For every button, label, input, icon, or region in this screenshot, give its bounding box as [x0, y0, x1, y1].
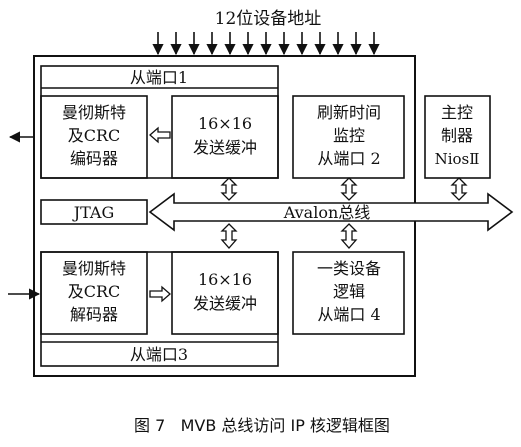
refresh-monitor-port-2: 刷新时间 监控 从端口 2	[292, 95, 405, 179]
slave-port-3: 曼彻斯特 及CRC 解码器 16×16 发送缓冲 从端口3	[40, 251, 279, 367]
encoder-line-2: 及CRC	[68, 126, 121, 145]
slave-port-3-title: 从端口3	[130, 345, 188, 364]
decoder-to-buffer-arrow	[149, 285, 171, 303]
master-line-2: 制器	[441, 126, 473, 145]
avalon-bus-arrow	[148, 192, 514, 232]
buffer-1-line-1: 16×16	[198, 114, 252, 133]
refresh-line-3: 从端口 2	[317, 149, 380, 168]
master-line-3: NiosⅡ	[435, 150, 480, 168]
bus-connectors	[220, 177, 468, 249]
refresh-line-1: 刷新时间	[317, 103, 381, 122]
jtag-box	[40, 199, 148, 225]
master-line-1: 主控	[441, 103, 473, 122]
transmit-buffer-1-box	[171, 95, 279, 179]
decoder-line-3: 解码器	[70, 305, 118, 324]
refresh-line-2: 监控	[333, 126, 365, 145]
jtag-label: JTAG	[72, 203, 115, 222]
buffer-3-line-1: 16×16	[198, 270, 252, 289]
manchester-encoder-box	[40, 95, 148, 179]
device-logic-line-3: 从端口 4	[317, 305, 380, 324]
device-logic-line-2: 逻辑	[333, 282, 365, 301]
manchester-decoder-box	[40, 251, 148, 335]
address-label: 12位设备地址	[215, 9, 322, 29]
slave-port-1-title: 从端口1	[130, 68, 188, 87]
avalon-bus-label: Avalon总线	[283, 203, 371, 222]
decoder-line-2: 及CRC	[68, 282, 121, 301]
device-logic-line-1: 一类设备	[317, 259, 381, 278]
encoder-line-3: 编码器	[70, 149, 118, 168]
buffer-3-line-2: 发送缓冲	[193, 294, 257, 313]
address-lines	[152, 32, 380, 56]
decoder-line-1: 曼彻斯特	[62, 259, 126, 278]
transmit-buffer-3-box	[171, 251, 279, 335]
buffer-1-line-2: 发送缓冲	[193, 138, 257, 157]
figure-caption: 图 7 MVB 总线访问 IP 核逻辑框图	[134, 416, 390, 435]
master-controller-nios: 主控 制器 NiosⅡ	[424, 95, 491, 179]
encoder-line-1: 曼彻斯特	[62, 103, 126, 122]
buffer-to-encoder-arrow	[149, 126, 171, 144]
slave-port-1: 从端口1 曼彻斯特 及CRC 编码器 16×16 发送缓冲	[40, 65, 279, 179]
device-logic-port-4: 一类设备 逻辑 从端口 4	[292, 251, 405, 335]
